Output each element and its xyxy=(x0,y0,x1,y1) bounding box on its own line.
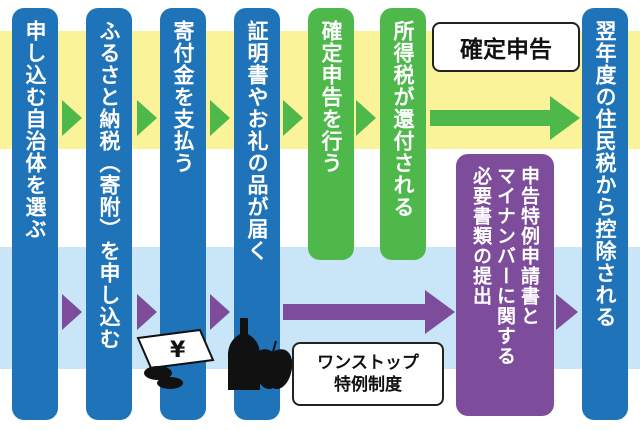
apple-stem xyxy=(272,340,277,353)
apple-icon xyxy=(253,349,293,390)
green-arrow-1 xyxy=(62,100,82,136)
one-stop-label-line2: 特例制度 xyxy=(334,375,402,395)
step-submit-forms-text: 申告特例申請書と マイナンバーに関する 必要書類の提出 xyxy=(470,166,540,366)
step-furusato-apply-text: ふるさと納税（寄附）を申し込む xyxy=(97,20,121,350)
purple-arrow-1 xyxy=(62,294,82,330)
purple-arrow-final xyxy=(556,294,578,330)
step-resident-tax-deduction: 翌年度の住民税から控除される xyxy=(582,8,628,420)
step-income-tax-refund-text: 所得税が還付される xyxy=(391,20,415,218)
money-illustration: ¥ xyxy=(136,328,215,389)
green-arrow-long xyxy=(430,96,580,140)
green-arrow-3 xyxy=(210,100,230,136)
green-arrow-4 xyxy=(283,100,303,136)
yen-symbol: ¥ xyxy=(170,338,186,363)
gift-illustration xyxy=(228,318,293,390)
step-select-municipality: 申し込む自治体を選ぶ xyxy=(12,8,58,420)
green-arrow-5 xyxy=(356,100,376,136)
purple-arrow-long xyxy=(283,290,455,334)
one-stop-label: ワンストップ 特例制度 xyxy=(292,342,444,406)
step-income-tax-refund: 所得税が還付される xyxy=(380,8,426,260)
one-stop-label-line1: ワンストップ xyxy=(317,353,419,373)
tax-return-label: 確定申告 xyxy=(432,22,580,72)
purple-arrow-3 xyxy=(210,294,230,330)
banknote xyxy=(136,328,215,370)
purple-arrow-2 xyxy=(137,294,157,330)
step-receive-certificate-text: 証明書やお礼の品が届く xyxy=(245,20,269,262)
step-pay-donation-text: 寄付金を支払う xyxy=(171,20,195,174)
step-select-municipality-text: 申し込む自治体を選ぶ xyxy=(23,20,47,240)
green-arrow-2 xyxy=(137,100,157,136)
step-do-tax-return: 確定申告を行う xyxy=(308,8,354,260)
coin-2 xyxy=(157,377,183,389)
step-do-tax-return-text: 確定申告を行う xyxy=(319,20,343,174)
bottle-icon xyxy=(228,318,260,390)
step-submit-forms: 申告特例申請書と マイナンバーに関する 必要書類の提出 xyxy=(456,154,554,416)
coin-1 xyxy=(144,366,172,380)
step-furusato-apply: ふるさと納税（寄附）を申し込む xyxy=(86,8,132,420)
step-resident-tax-deduction-text: 翌年度の住民税から控除される xyxy=(593,20,617,328)
